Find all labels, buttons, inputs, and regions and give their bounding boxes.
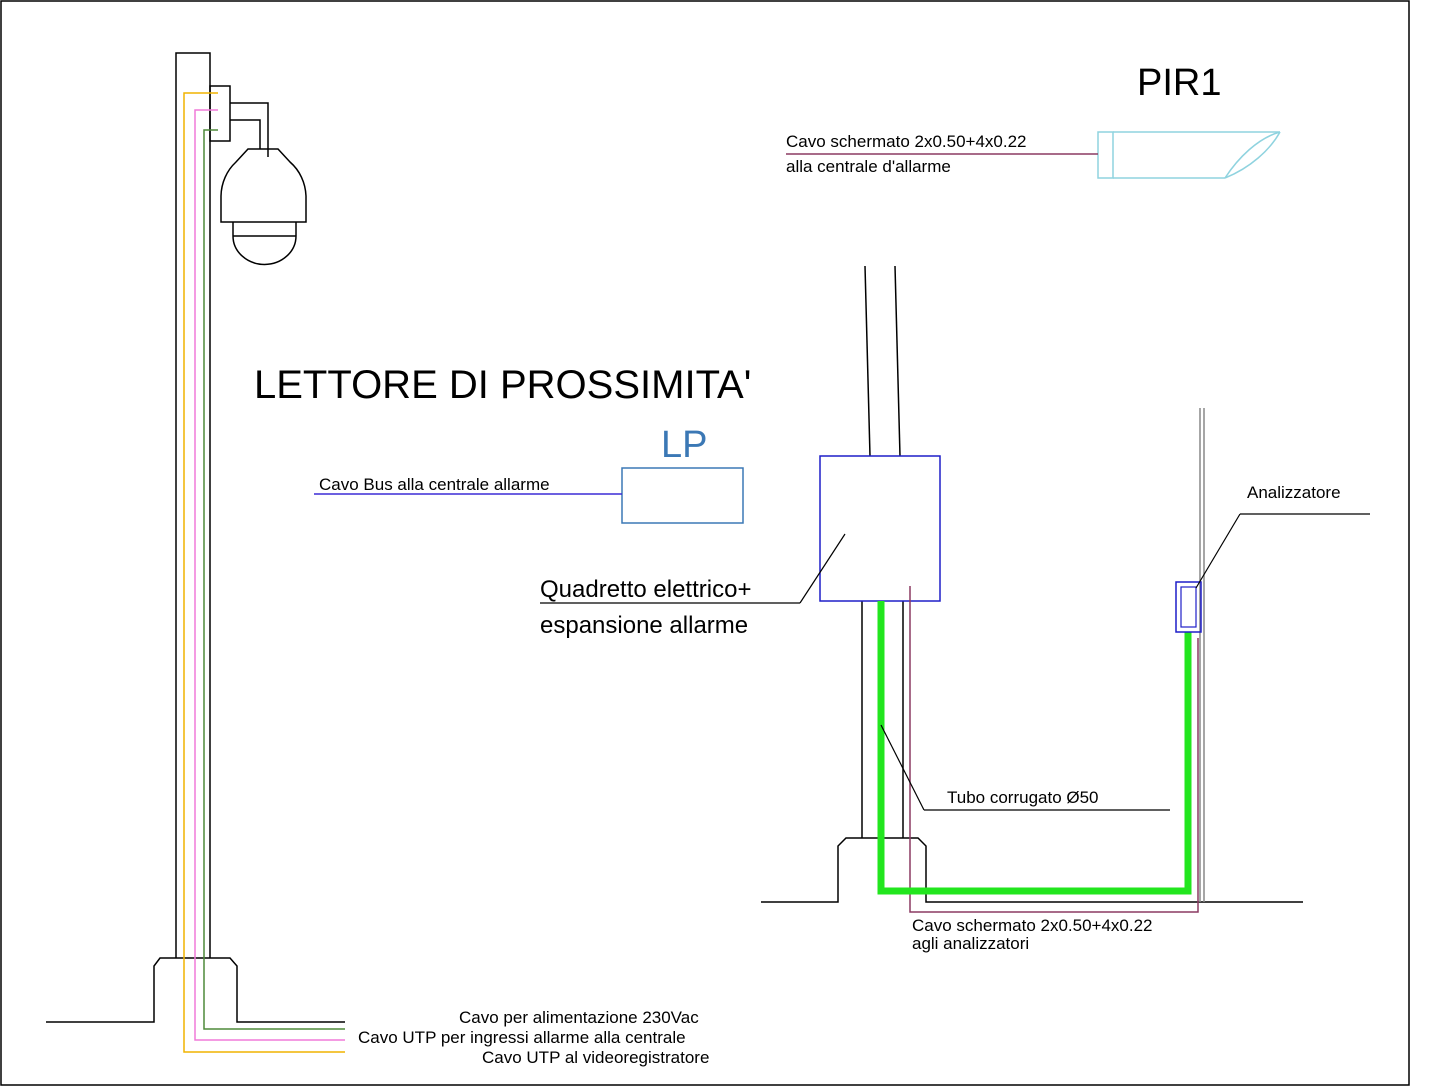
dome-camera	[209, 85, 307, 266]
panel-label-2: espansione allarme	[540, 612, 749, 639]
analyzer-cable-label-1: Cavo schermato 2x0.50+4x0.22	[912, 916, 1153, 935]
analyzer-cable-label-2: agli analizzatori	[912, 934, 1030, 953]
pole-cable-video-label: Cavo UTP al videoregistratore	[482, 1048, 710, 1067]
analyzer-inner	[1180, 586, 1197, 628]
reader-cable-label: Cavo Bus alla centrale allarme	[319, 475, 550, 494]
panel-box	[819, 455, 941, 602]
pole-cable-alarm-label: Cavo UTP per ingressi allarme alla centr…	[358, 1028, 686, 1047]
reader-box	[621, 467, 744, 524]
pir-title: PIR1	[1137, 62, 1222, 104]
corrugated-tube	[877, 601, 1192, 895]
analyzer-leader	[1195, 513, 1241, 589]
power-cable	[203, 129, 345, 1030]
pir-cable-label-1: Cavo schermato 2x0.50+4x0.22	[786, 132, 1027, 151]
pir-sensor	[1097, 131, 1281, 179]
analyzer-box	[1175, 581, 1202, 633]
pole-cable-power-label: Cavo per alimentazione 230Vac	[459, 1008, 699, 1027]
analyzer-cable	[909, 586, 1199, 913]
reader-title: LETTORE DI PROSSIMITA'	[254, 363, 752, 407]
panel-label-1: Quadretto elettrico+	[540, 576, 752, 603]
tube-leader	[880, 724, 925, 811]
conduit-label: Tubo corrugato Ø50	[947, 788, 1099, 807]
pir-cable-label-2: alla centrale d'allarme	[786, 157, 951, 176]
analyzer-label: Analizzatore	[1247, 483, 1341, 502]
alarm-cable	[194, 109, 345, 1041]
video-cable	[183, 92, 345, 1053]
reader-code: LP	[661, 424, 708, 466]
panel-leader-diag	[799, 533, 846, 604]
